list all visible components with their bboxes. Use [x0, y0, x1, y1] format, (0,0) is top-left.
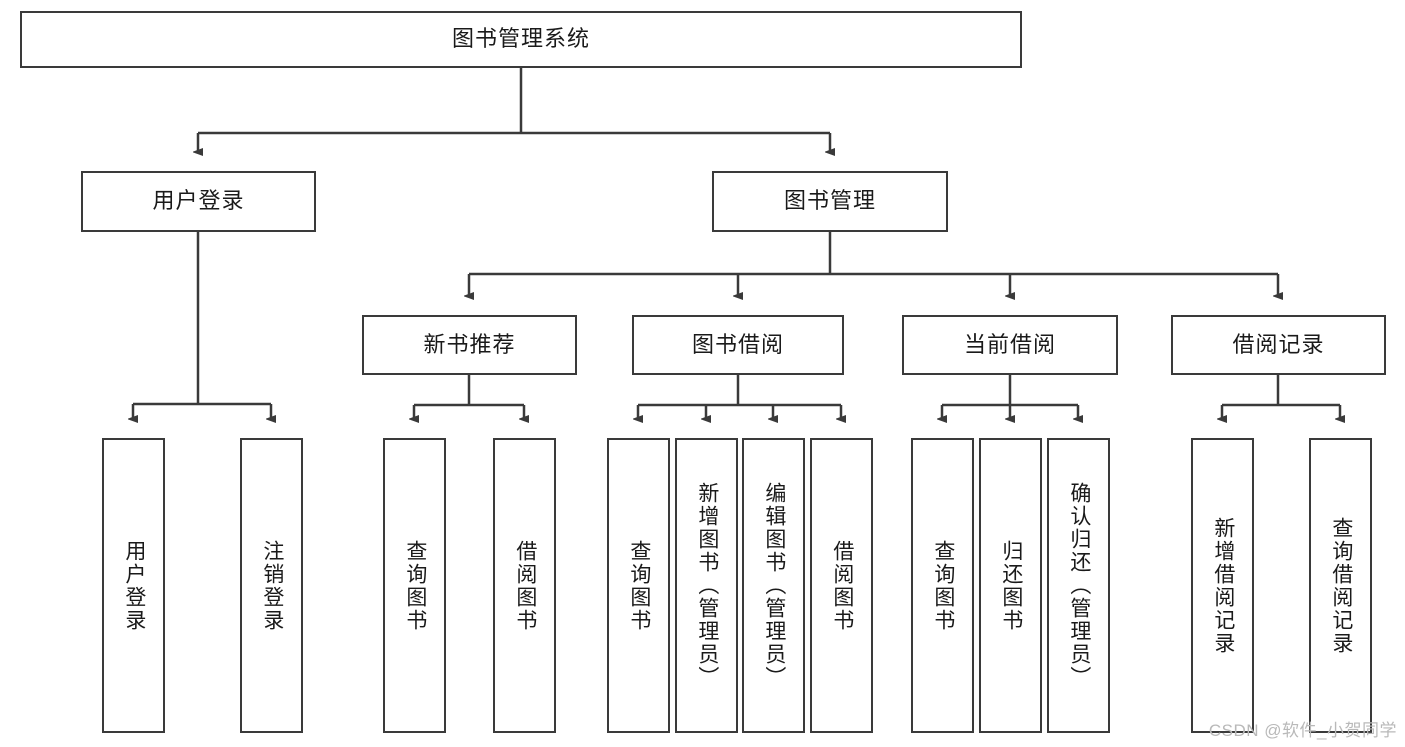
node-label: 查询图书 — [403, 539, 427, 632]
node-book-borrow[interactable]: 图书借阅 — [632, 315, 844, 375]
node-label: 当前借阅 — [963, 331, 1056, 357]
leaf-bookborrow-edit-book-admin[interactable]: 编辑图书（管理员） — [742, 438, 805, 733]
leaf-currentborrow-confirm-return-admin[interactable]: 确认归还（管理员） — [1047, 438, 1110, 733]
leaf-borrowrecord-query-record[interactable]: 查询借阅记录 — [1309, 438, 1372, 733]
leaf-currentborrow-query-book[interactable]: 查询图书 — [911, 438, 974, 733]
node-label: 借阅图书 — [513, 539, 537, 632]
node-root-system[interactable]: 图书管理系统 — [20, 11, 1022, 68]
leaf-user-login[interactable]: 用户登录 — [102, 438, 165, 733]
leaf-newbook-borrow-book[interactable]: 借阅图书 — [493, 438, 556, 733]
node-label: 新增图书（管理员） — [695, 482, 719, 689]
node-label: 查询图书 — [627, 539, 651, 632]
node-label: 图书管理 — [783, 188, 876, 214]
node-label: 查询图书 — [931, 539, 955, 632]
watermark-text: CSDN @软件_小贺同学 — [1208, 721, 1397, 740]
node-label: 新书推荐 — [423, 331, 516, 357]
node-book-management[interactable]: 图书管理 — [712, 171, 948, 232]
node-label: 新增借阅记录 — [1211, 516, 1235, 655]
node-user-login[interactable]: 用户登录 — [81, 171, 316, 232]
node-borrow-record[interactable]: 借阅记录 — [1171, 315, 1386, 375]
node-label: 编辑图书（管理员） — [762, 482, 786, 689]
node-label: 图书管理系统 — [451, 26, 590, 52]
node-label: 确认归还（管理员） — [1067, 482, 1091, 689]
node-new-book-recommend[interactable]: 新书推荐 — [362, 315, 577, 375]
leaf-currentborrow-return-book[interactable]: 归还图书 — [979, 438, 1042, 733]
node-label: 用户登录 — [122, 539, 146, 632]
node-label: 注销登录 — [260, 539, 284, 632]
leaf-newbook-query-book[interactable]: 查询图书 — [383, 438, 446, 733]
node-current-borrow[interactable]: 当前借阅 — [902, 315, 1118, 375]
node-label: 查询借阅记录 — [1329, 516, 1353, 655]
leaf-borrowrecord-add-record[interactable]: 新增借阅记录 — [1191, 438, 1254, 733]
node-label: 用户登录 — [152, 188, 245, 214]
leaf-bookborrow-query-book[interactable]: 查询图书 — [607, 438, 670, 733]
node-label: 图书借阅 — [691, 331, 784, 357]
leaf-bookborrow-add-book-admin[interactable]: 新增图书（管理员） — [675, 438, 738, 733]
leaf-bookborrow-borrow-book[interactable]: 借阅图书 — [810, 438, 873, 733]
leaf-logout-login[interactable]: 注销登录 — [240, 438, 303, 733]
node-label: 归还图书 — [999, 539, 1023, 632]
node-label: 借阅图书 — [830, 539, 854, 632]
node-label: 借阅记录 — [1232, 331, 1325, 357]
